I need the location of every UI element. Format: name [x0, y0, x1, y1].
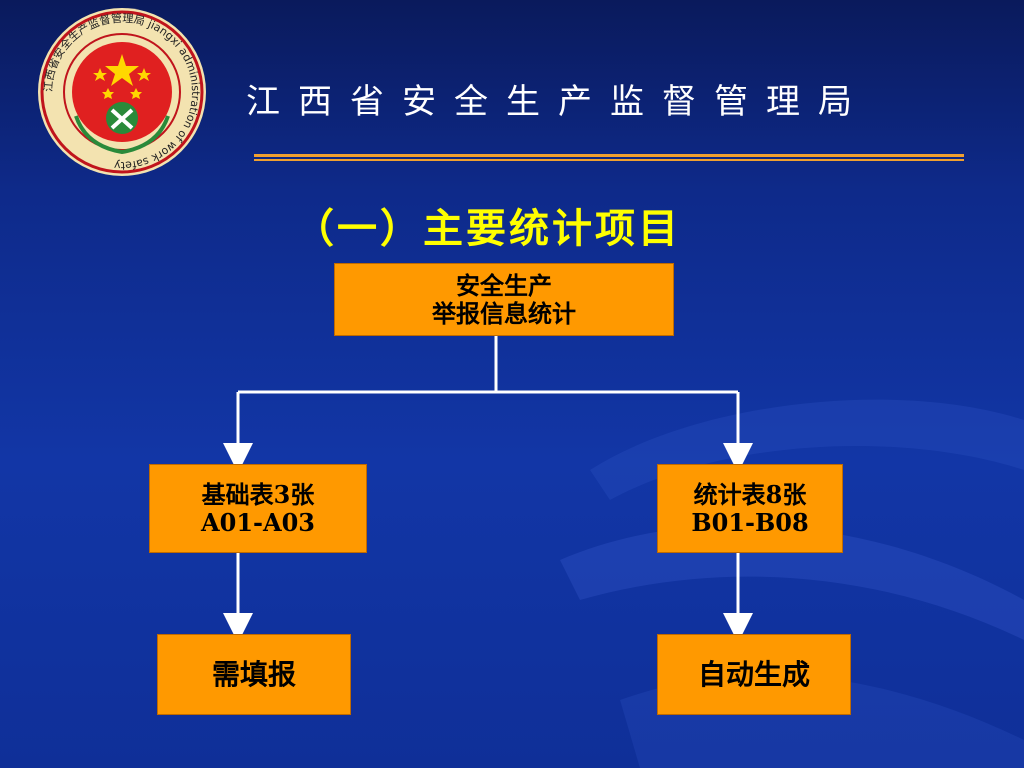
header-rule-top: [254, 154, 964, 157]
left-child-node: 基础表3张 A01-A03: [149, 464, 367, 553]
left-leaf-node: 需填报: [157, 634, 351, 715]
emblem-seal-icon: 江西省安全生产监督管理局 jiangxi administration of w…: [38, 8, 206, 176]
right-child-node: 统计表8张 B01-B08: [657, 464, 843, 553]
root-node-line-1: 安全生产: [456, 270, 552, 300]
left-child-line-1: 基础表3张: [201, 479, 315, 509]
organization-title: 江西省安全生产监督管理局: [246, 82, 870, 122]
root-node-line-2: 举报信息统计: [432, 298, 576, 328]
slide-title: （一）主要统计项目: [294, 205, 681, 252]
right-leaf-line-1: 自动生成: [697, 657, 810, 691]
right-leaf-node: 自动生成: [657, 634, 851, 715]
right-child-line-2: B01-B08: [691, 507, 809, 537]
right-child-line-1: 统计表8张: [693, 479, 807, 509]
root-node: 安全生产 举报信息统计: [334, 263, 674, 336]
left-leaf-line-1: 需填报: [211, 657, 296, 691]
left-child-line-2: A01-A03: [201, 507, 315, 537]
header-rule-bottom: [254, 159, 964, 161]
